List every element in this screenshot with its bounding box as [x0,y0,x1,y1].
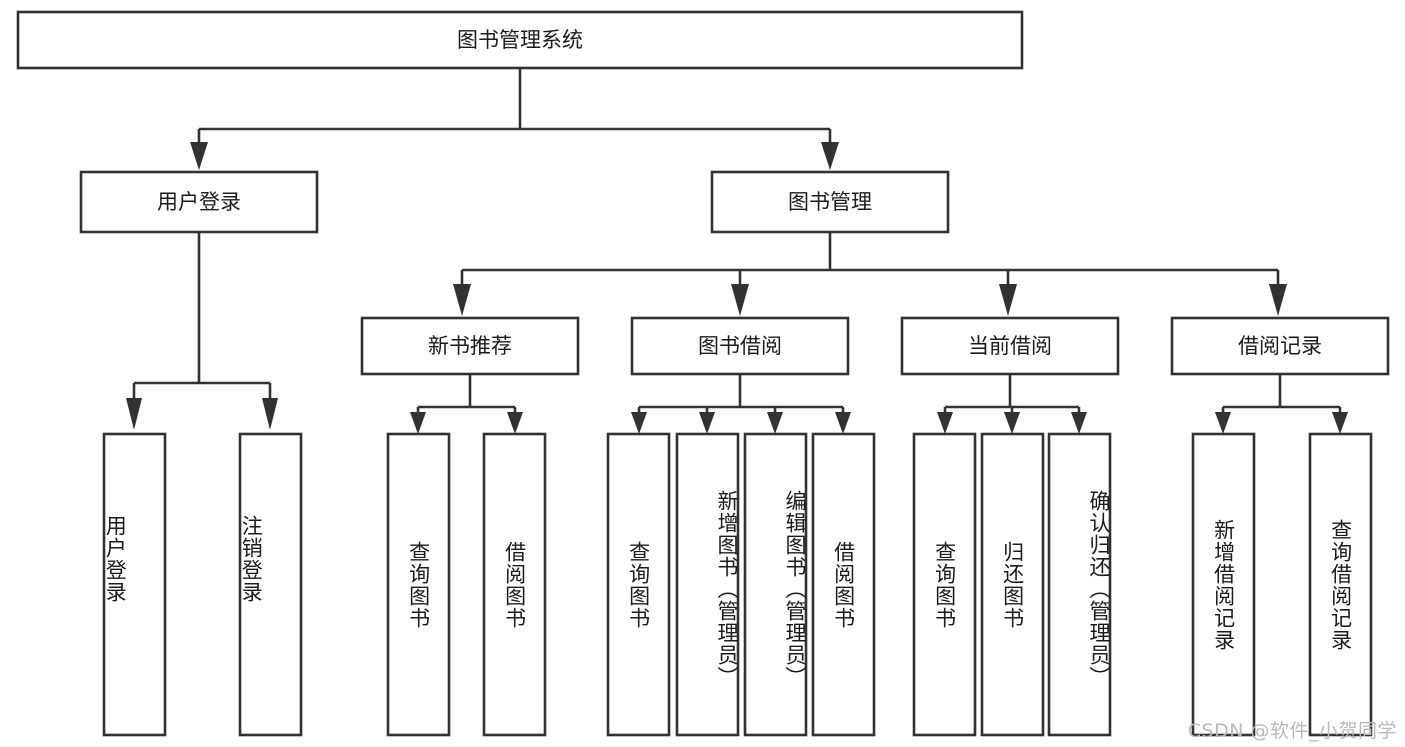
arrow-to-current-borrow [999,284,1017,316]
leaf-box-user-login-1[interactable] [238,432,303,737]
arrow-to-leaf-user-login-1 [262,398,278,430]
borrow-record-box[interactable] [1170,316,1390,376]
arrow-to-leaf-book-borrow-2 [767,412,783,434]
leaf-box-new-book-0[interactable] [386,432,451,737]
leaf-box-current-borrow-0[interactable] [912,432,977,737]
leaf-box-book-borrow-1[interactable] [675,432,740,737]
leaf-box-current-borrow-2[interactable] [1047,432,1112,737]
node-new-book-recommend[interactable]: 新书推荐 [360,316,580,376]
arrow-to-leaf-user-login-0 [126,398,142,430]
arrow-to-leaf-new-book-0 [410,412,426,434]
arrow-to-leaf-current-borrow-1 [1004,412,1020,434]
arrow-to-new-book-recommend [453,284,471,316]
leaf-box-book-borrow-3[interactable] [811,432,876,737]
arrow-to-leaf-new-book-1 [507,412,523,434]
leaf-box-user-login-0[interactable] [102,432,167,737]
arrow-to-book-manage [821,142,839,170]
arrow-to-leaf-book-borrow-3 [835,412,851,434]
arrow-to-leaf-book-borrow-0 [631,412,647,434]
arrow-to-borrow-record [1269,284,1287,316]
arrow-to-leaf-borrow-record-0 [1215,412,1231,434]
node-book-borrow[interactable]: 图书借阅 [630,316,850,376]
leaf-box-borrow-record-1[interactable] [1308,432,1373,737]
leaf-box-new-book-1[interactable] [482,432,547,737]
borrow-record-label: 借阅记录 [1238,334,1322,358]
arrow-to-book-borrow [731,284,749,316]
node-current-borrow[interactable]: 当前借阅 [900,316,1120,376]
leaf-box-current-borrow-1[interactable] [980,432,1045,737]
current-borrow-box[interactable] [900,316,1120,376]
arrow-to-user-login [190,142,208,170]
arrow-to-leaf-borrow-record-1 [1332,412,1348,434]
arrow-to-leaf-book-borrow-1 [699,412,715,434]
book-borrow-label: 图书借阅 [698,334,782,358]
root-box[interactable] [16,10,1024,70]
new-book-recommend-box[interactable] [360,316,580,376]
new-book-recommend-label: 新书推荐 [428,334,512,358]
arrow-to-leaf-current-borrow-0 [937,412,953,434]
node-user-login[interactable]: 用户登录 [79,170,319,234]
node-book-manage[interactable]: 图书管理 [710,170,950,234]
node-borrow-record[interactable]: 借阅记录 [1170,316,1390,376]
book-manage-label: 图书管理 [788,190,872,214]
root-label: 图书管理系统 [457,28,583,52]
leaf-box-borrow-record-0[interactable] [1191,432,1256,737]
csdn-watermark: CSDN @软件_小贺同学 [1187,720,1397,742]
node-root[interactable]: 图书管理系统 [16,10,1024,70]
book-manage-box[interactable] [710,170,950,234]
leaf-box-book-borrow-0[interactable] [606,432,671,737]
book-borrow-box[interactable] [630,316,850,376]
leaf-box-book-borrow-2[interactable] [743,432,808,737]
current-borrow-label: 当前借阅 [968,334,1052,358]
arrow-to-leaf-current-borrow-2 [1071,412,1087,434]
user-login-label: 用户登录 [157,190,241,214]
